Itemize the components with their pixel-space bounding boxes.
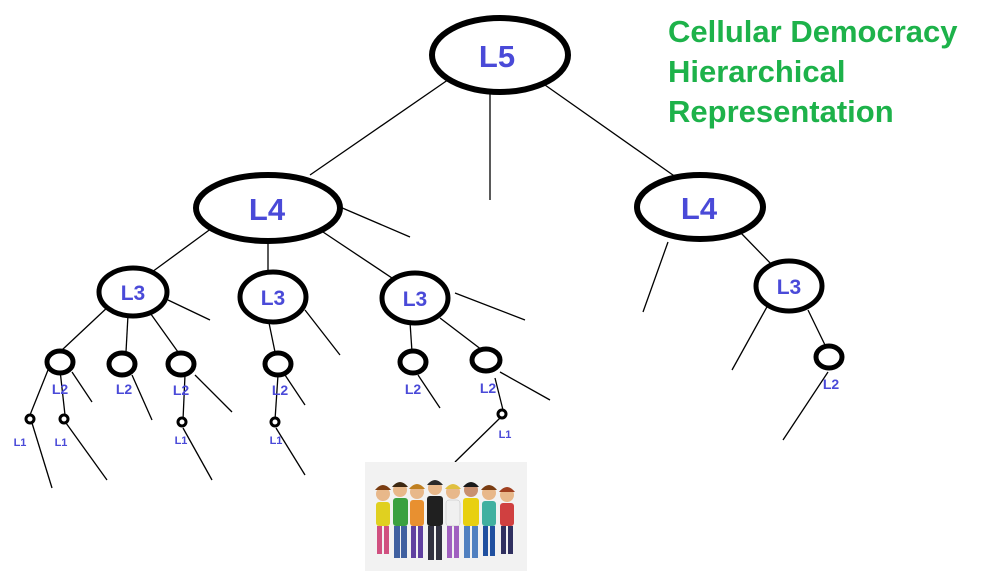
node-l2-d: L2 (262, 350, 294, 398)
person-figure (463, 482, 479, 558)
node-l5-label: L5 (479, 39, 515, 74)
node-l4-right-label: L4 (681, 191, 718, 226)
node-l1-c: L1 (175, 416, 188, 447)
person-figure (375, 485, 391, 554)
node-l1-b-label: L1 (55, 437, 68, 449)
node-l1-b: L1 (55, 413, 70, 449)
node-l2-d-label: L2 (272, 382, 289, 398)
node-l1-a: L1 (14, 413, 36, 449)
node-l3-d-label: L3 (777, 276, 802, 299)
person-figure (409, 484, 425, 558)
node-l2-c: L2 (165, 350, 197, 398)
title-line-2: Hierarchical (668, 54, 846, 89)
node-l2-f-label: L2 (480, 380, 497, 396)
connector-lines (29, 74, 829, 489)
node-l4-left: L4 (193, 172, 343, 244)
node-l3-c-label: L3 (403, 288, 428, 311)
node-l2-e-label: L2 (405, 381, 422, 397)
node-l1-e-label: L1 (499, 429, 512, 441)
title-line-1: Cellular Democracy (668, 14, 958, 49)
person-figure (445, 484, 461, 558)
node-l1-d: L1 (269, 416, 283, 447)
node-l1-e: L1 (496, 408, 512, 441)
node-l2-a: L2 (44, 348, 76, 397)
node-l5: L5 (429, 15, 571, 95)
node-l3-c: L3 (379, 270, 451, 326)
person-figure (427, 480, 443, 560)
node-l2-a-label: L2 (52, 381, 69, 397)
node-l1-d-label: L1 (270, 435, 283, 447)
node-l4-left-label: L4 (249, 192, 286, 227)
people-group-image (365, 462, 527, 571)
node-l2-g: L2 (813, 343, 845, 392)
node-l1-a-label: L1 (14, 437, 27, 449)
node-l2-c-label: L2 (173, 382, 190, 398)
node-l3-a: L3 (96, 265, 170, 319)
node-l2-b-label: L2 (116, 381, 133, 397)
node-l2-g-label: L2 (823, 376, 840, 392)
person-figure (499, 487, 515, 554)
node-l2-b: L2 (106, 350, 138, 397)
title-line-3: Representation (668, 94, 894, 129)
node-l3-b-label: L3 (261, 287, 286, 310)
node-l2-e: L2 (397, 348, 429, 397)
diagram-title: Cellular Democracy Hierarchical Represen… (668, 12, 998, 132)
person-figure (392, 482, 408, 558)
node-l2-f: L2 (469, 346, 503, 396)
node-l3-a-label: L3 (121, 282, 146, 305)
person-figure (481, 485, 497, 556)
node-l3-b: L3 (237, 269, 309, 325)
node-l3-d: L3 (753, 258, 825, 314)
node-l1-c-label: L1 (175, 435, 188, 447)
node-l4-right: L4 (634, 172, 766, 242)
